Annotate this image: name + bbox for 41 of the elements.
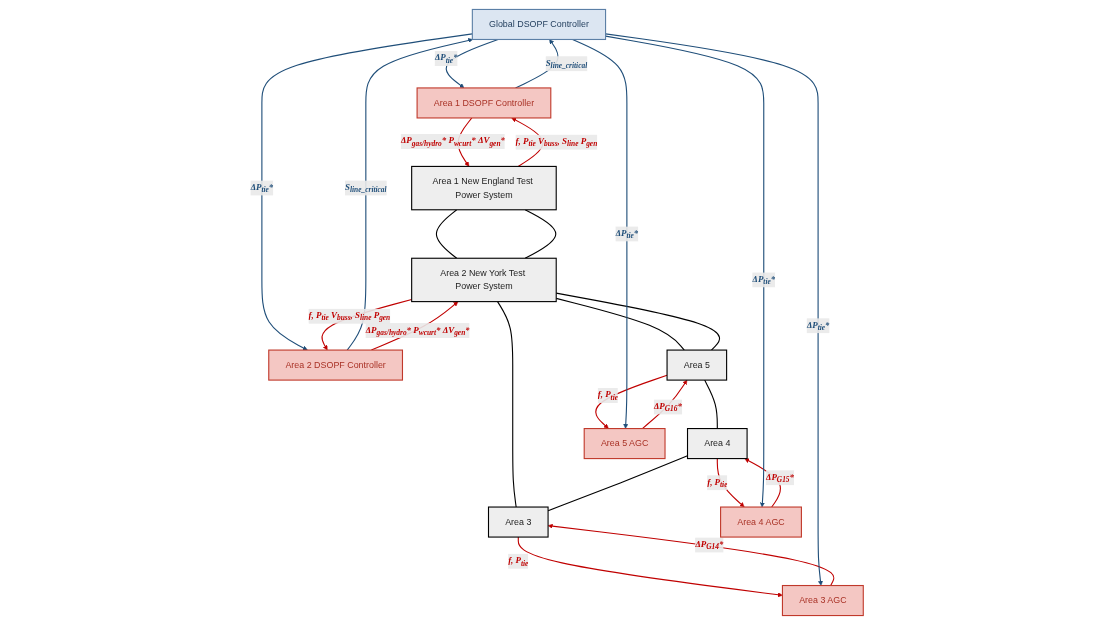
edge-label: ΔP$_{tie}$*: [615, 228, 638, 240]
node-box: Area 2 New York Test Power System: [410, 257, 557, 303]
arrow: [641, 379, 687, 430]
edge-label: ΔP$_{gas/hydro}$* P$_{wcurt}$* ΔV$_{gen}$*: [400, 135, 505, 148]
edge-label: f, P$_{tie}$: [507, 555, 529, 568]
node-box: Area 4 AGC: [719, 506, 802, 538]
connector: [547, 455, 688, 512]
arrow: [716, 458, 745, 508]
edge-label: S$_{line_critical}$: [344, 182, 387, 194]
edge-label: ΔP$_{tie}$*: [434, 52, 458, 65]
node-box: Area 5 AGC: [583, 428, 666, 460]
edge-label: ΔP$_{G16}$*: [653, 401, 682, 413]
edge-label: ΔP$_{tie}$*: [806, 319, 830, 332]
arrow: [517, 536, 783, 598]
connector: [496, 301, 517, 508]
connector: [555, 297, 685, 351]
edge-label: ΔP$_{tie}$*: [250, 182, 273, 194]
connector: [524, 209, 556, 259]
arrow: [571, 38, 628, 429]
edge-label: f, P$_{tie}$: [706, 476, 728, 489]
edge-label: f, P$_{tie}$: [597, 389, 618, 402]
node-box: Area 3: [487, 506, 549, 538]
node-box: Area 3 AGC: [781, 584, 864, 617]
arrow: [445, 38, 499, 89]
edge-label: ΔP$_{G14}$*: [694, 539, 724, 551]
node-box: Area 5: [666, 349, 727, 381]
edge-label: S$_{line_critical}$: [545, 57, 587, 70]
connector: [435, 209, 457, 259]
edge-label: f, P$_{tie}$ V$_{buss}$, S$_{line}$ P$_{gen}$: [515, 136, 597, 149]
node-box: Area 1 DSOPF Controller: [416, 87, 551, 119]
edge-label: ΔP$_{G15}$*: [765, 471, 794, 484]
node-box: Global DSOPF Controller: [471, 8, 606, 41]
node-box: Area 1 New England Test Power System: [410, 165, 557, 211]
edge-label: ΔP$_{tie}$*: [751, 274, 775, 286]
edge-label: f, P$_{tie}$ V$_{buss}$, S$_{line}$ P$_{gen}$: [308, 310, 390, 323]
connector: [703, 379, 718, 430]
node-box: Area 2 DSOPF Controller: [267, 349, 403, 381]
node-box: Area 4: [686, 428, 748, 460]
connector: [555, 292, 720, 351]
edge-label: ΔP$_{gas/hydro}$* P$_{wcurt}$* ΔV$_{gen}$*: [365, 324, 470, 337]
arrow: [547, 523, 835, 587]
